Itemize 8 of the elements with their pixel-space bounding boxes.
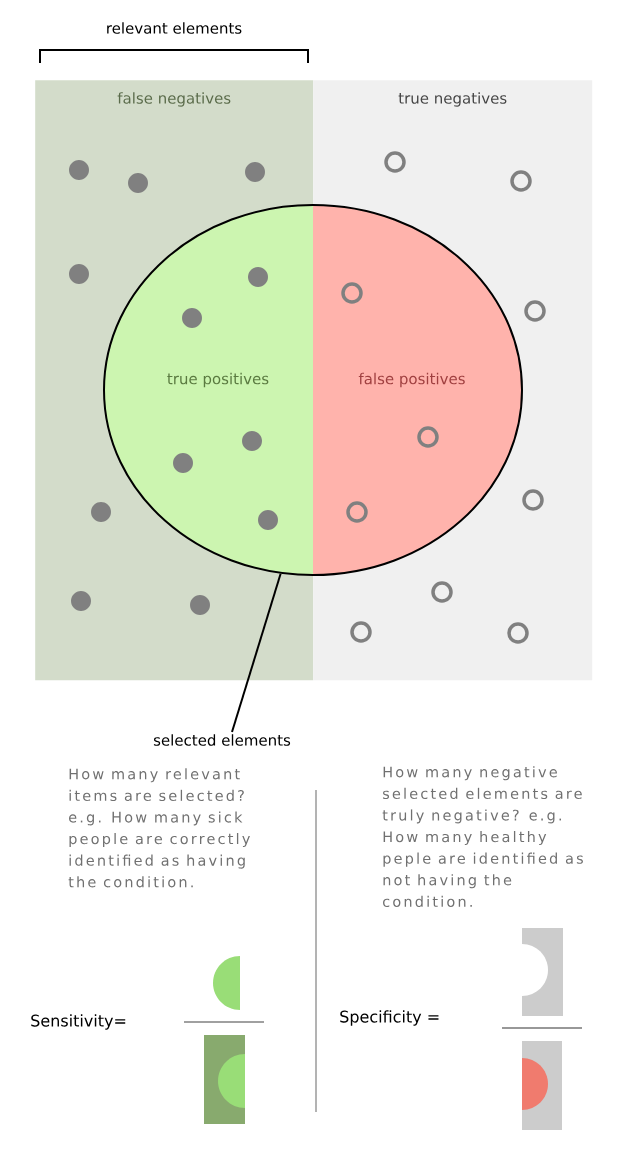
leader-line bbox=[231, 572, 282, 733]
heading-text: relevant elements bbox=[107, 22, 242, 34]
selection-ellipse bbox=[103, 204, 523, 576]
description-text: How many negative selected elements are truly negative? e.g. How many healthy peple are identified as not having the condition. bbox=[382, 766, 583, 908]
description-text: How many relevant items are selected? e.g. How many sick people are correctly identified as having the condition. bbox=[68, 768, 250, 888]
formula-text: Sensitivity= bbox=[31, 1014, 126, 1030]
caption-text: selected elements bbox=[153, 734, 291, 746]
formula-text: Specificity = bbox=[340, 1010, 439, 1026]
